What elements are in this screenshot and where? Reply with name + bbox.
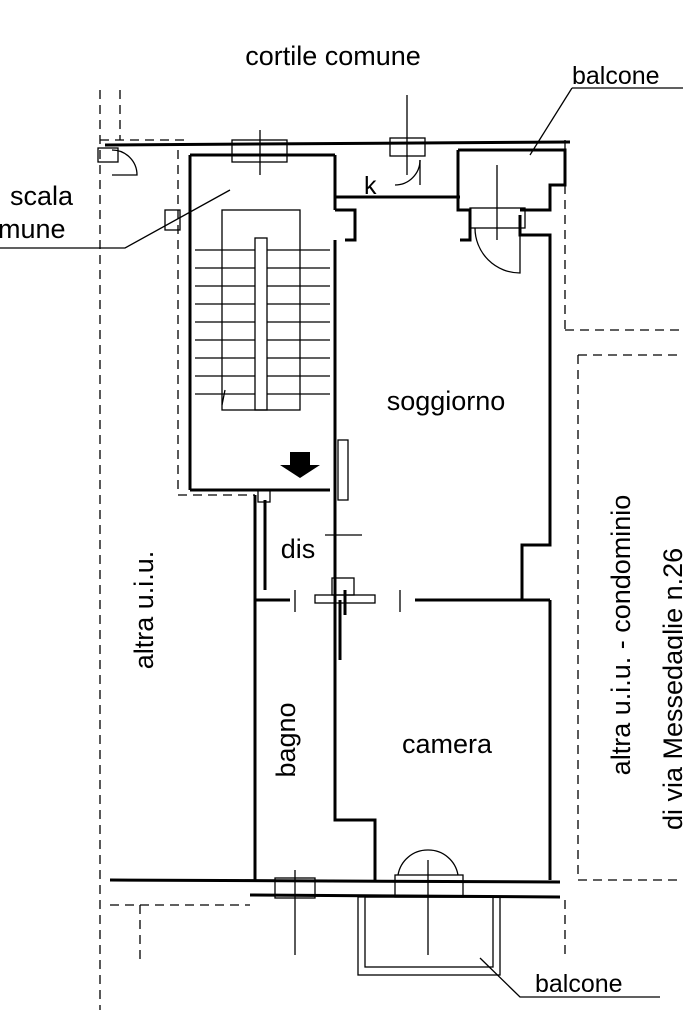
label-other-unit-right-2: di via Messedaglie n.26 [658,548,683,830]
label-balcony-bottom: balcone [535,970,623,998]
label-balcony-top: balcone [572,62,660,90]
label-living: soggiorno [387,386,506,416]
label-other-unit-left: altra u.i.u. [129,551,159,670]
label-courtyard: cortile comune [245,41,421,71]
label-kitchen: k [364,172,377,200]
leader-lines [0,87,683,998]
bottom-balcony [357,896,501,976]
walls [104,140,571,899]
staircase [195,209,330,478]
dashed-boundaries [99,90,683,1010]
label-stair-2: mune [0,214,66,244]
openings [97,95,526,955]
label-bedroom: camera [402,729,493,759]
label-bath: bagno [271,702,301,777]
label-stair-1: scala [10,181,74,211]
label-other-unit-right-1: altra u.i.u. - condominio [606,495,636,776]
label-hall: dis [281,534,316,564]
